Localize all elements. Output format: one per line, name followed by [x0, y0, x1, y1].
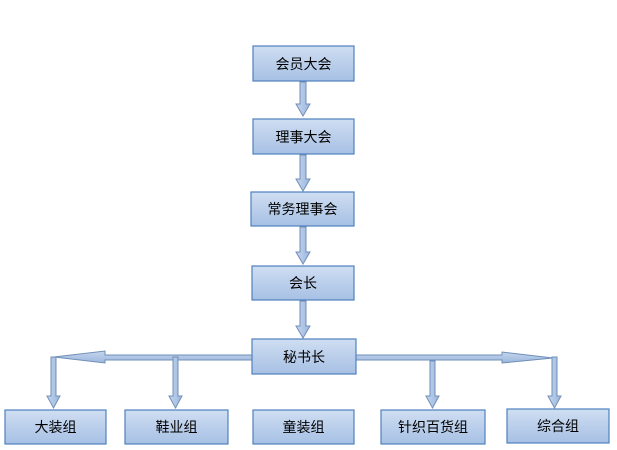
node-group-3: 童装组: [252, 409, 355, 445]
arrow-secretary-to-right-branch: [355, 351, 554, 364]
node-general-assembly: 会员大会: [252, 45, 355, 82]
node-group-2: 鞋业组: [124, 409, 229, 445]
node-council: 理事大会: [252, 118, 355, 155]
node-label: 会长: [289, 276, 317, 292]
group-label: 鞋业组: [156, 420, 198, 436]
node-standing-council: 常务理事会: [250, 191, 355, 227]
node-group-1: 大装组: [4, 409, 107, 445]
group-label: 大装组: [35, 420, 77, 436]
node-label: 常务理事会: [268, 202, 338, 218]
arrow-standing-to-president: [295, 226, 311, 265]
group-label: 童装组: [283, 419, 325, 436]
arrow-assembly-to-council: [295, 81, 311, 117]
arrow-president-to-secretary: [295, 300, 311, 339]
group-label: 综合组: [537, 419, 579, 435]
arrow-secretary-to-left-branch: [53, 350, 253, 364]
arrow-to-group-1: [46, 356, 61, 410]
node-group-5: 综合组: [506, 408, 610, 444]
node-president: 会长: [251, 265, 355, 301]
node-secretary-general: 秘书长: [251, 338, 357, 375]
node-label: 秘书长: [283, 350, 325, 366]
arrow-council-to-standing: [295, 154, 311, 192]
arrow-to-group-4: [425, 360, 440, 410]
group-label: 针织百货组: [398, 419, 468, 436]
node-group-4: 针织百货组: [380, 409, 486, 445]
arrow-to-group-2: [168, 356, 183, 410]
node-label: 会员大会: [276, 57, 332, 73]
arrow-to-group-5: [547, 356, 562, 410]
node-label: 理事大会: [276, 130, 332, 146]
